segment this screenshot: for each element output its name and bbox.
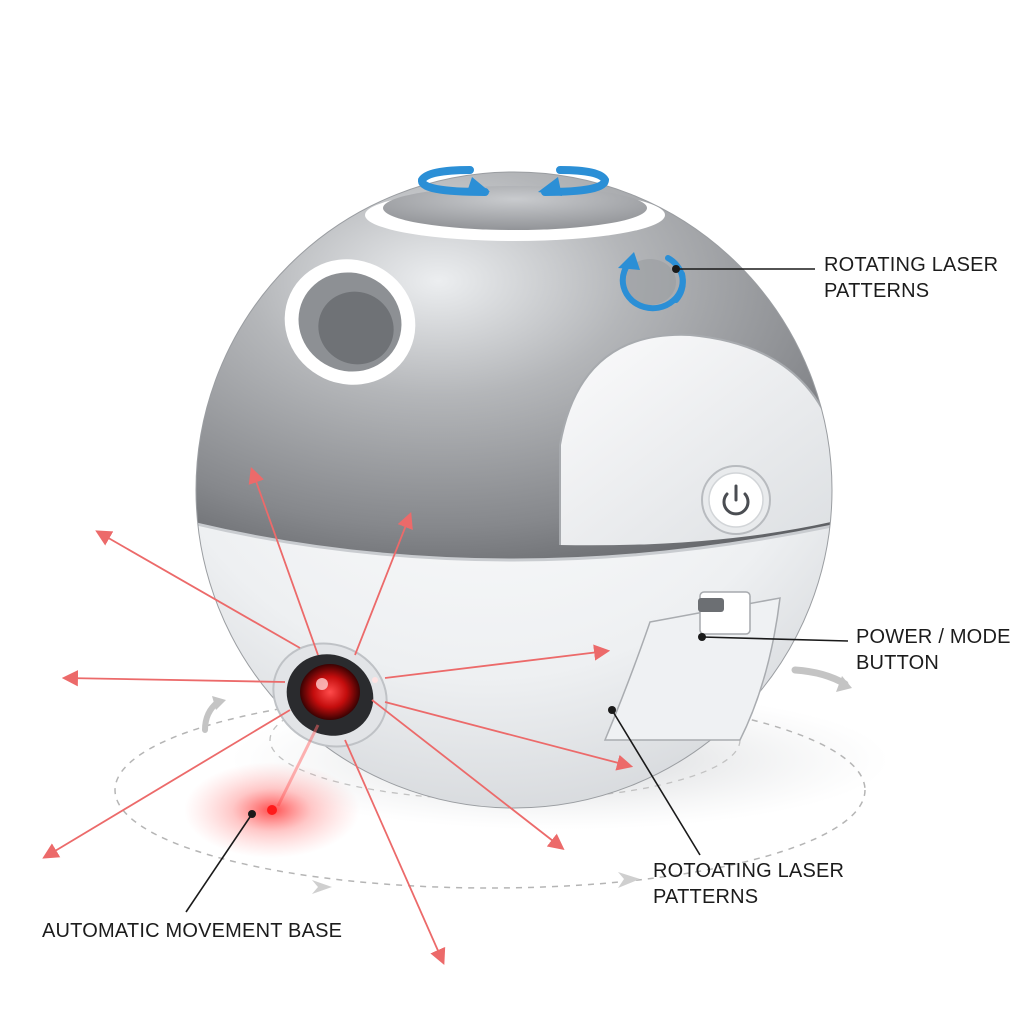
porthole-window bbox=[284, 259, 416, 385]
mode-switch[interactable] bbox=[603, 591, 781, 741]
label-line: ROTOATING LASER bbox=[653, 860, 845, 882]
label-rotating-laser-patterns-bottom: ROTOATING LASER PATTERNS bbox=[653, 858, 844, 910]
orbit-arrow-icon bbox=[312, 880, 332, 894]
leader-dots bbox=[248, 265, 706, 818]
leader-lines bbox=[185, 268, 849, 913]
label-power-mode-button: POWER / MODE BUTTON bbox=[856, 624, 1011, 676]
label-rotating-laser-patterns-top: ROTATING LASER PATTERNS bbox=[824, 252, 998, 304]
orbit-arrow-icon bbox=[791, 666, 849, 688]
label-automatic-movement-base: AUTOMATIC MOVEMENT BASE bbox=[42, 918, 342, 944]
power-icon bbox=[722, 484, 750, 516]
label-line: PATTERNS bbox=[653, 886, 759, 908]
orbit-arrow-icon bbox=[212, 696, 226, 710]
power-button[interactable] bbox=[701, 465, 771, 535]
label-line: BUTTON bbox=[856, 652, 940, 674]
laser-rays bbox=[42, 466, 634, 965]
label-line: PATTERNS bbox=[824, 280, 930, 302]
rotate-cycle-icon bbox=[618, 252, 686, 312]
label-line: POWER / MODE bbox=[856, 626, 1011, 648]
label-line: ROTATING LASER bbox=[824, 254, 999, 276]
rotation-arrows-icon bbox=[418, 166, 610, 196]
laser-emitter bbox=[272, 642, 388, 748]
label-line: AUTOMATIC MOVEMENT BASE bbox=[42, 920, 343, 942]
top-cap bbox=[365, 186, 665, 241]
base-orbit-ring-outer bbox=[114, 691, 866, 889]
laser-dot bbox=[184, 677, 378, 858]
orbit-arrow-icon bbox=[836, 676, 852, 692]
orbit-arrow-icon bbox=[618, 872, 640, 888]
